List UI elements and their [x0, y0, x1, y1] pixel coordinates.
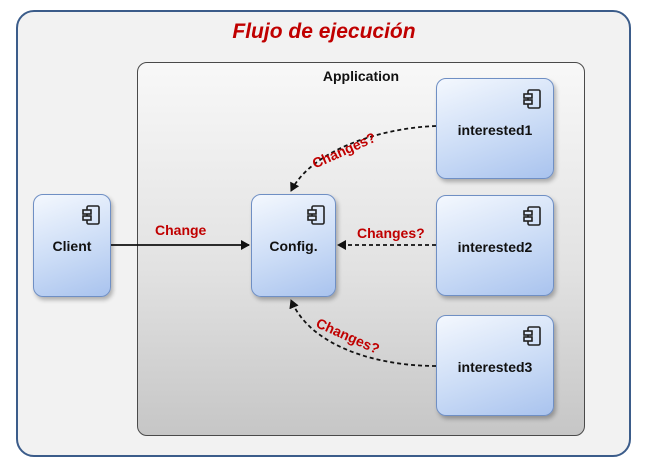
interested3-to-config-arrow	[289, 299, 437, 367]
uml-component-icon	[307, 205, 325, 225]
client-component: Client	[33, 194, 111, 297]
application-label: Application	[322, 68, 400, 84]
interested2-label: interested2	[457, 239, 533, 255]
interested3-label: interested3	[457, 359, 533, 375]
interested1-label: interested1	[457, 122, 533, 138]
change-arrow-label: Change	[155, 222, 207, 238]
uml-component-icon	[82, 205, 100, 225]
config-label: Config.	[269, 238, 318, 254]
interested3-component: interested3	[436, 315, 554, 416]
uml-component-icon	[523, 89, 541, 109]
uml-component-icon	[523, 326, 541, 346]
client-label: Client	[52, 238, 92, 254]
config-component: Config.	[251, 194, 336, 297]
changes-arrow-label-2: Changes?	[357, 225, 425, 241]
diagram-title: Flujo de ejecución	[232, 20, 416, 43]
interested1-component: interested1	[436, 78, 554, 179]
interested1-to-config-arrow	[290, 125, 437, 192]
uml-component-icon	[523, 206, 541, 226]
interested2-component: interested2	[436, 195, 554, 296]
